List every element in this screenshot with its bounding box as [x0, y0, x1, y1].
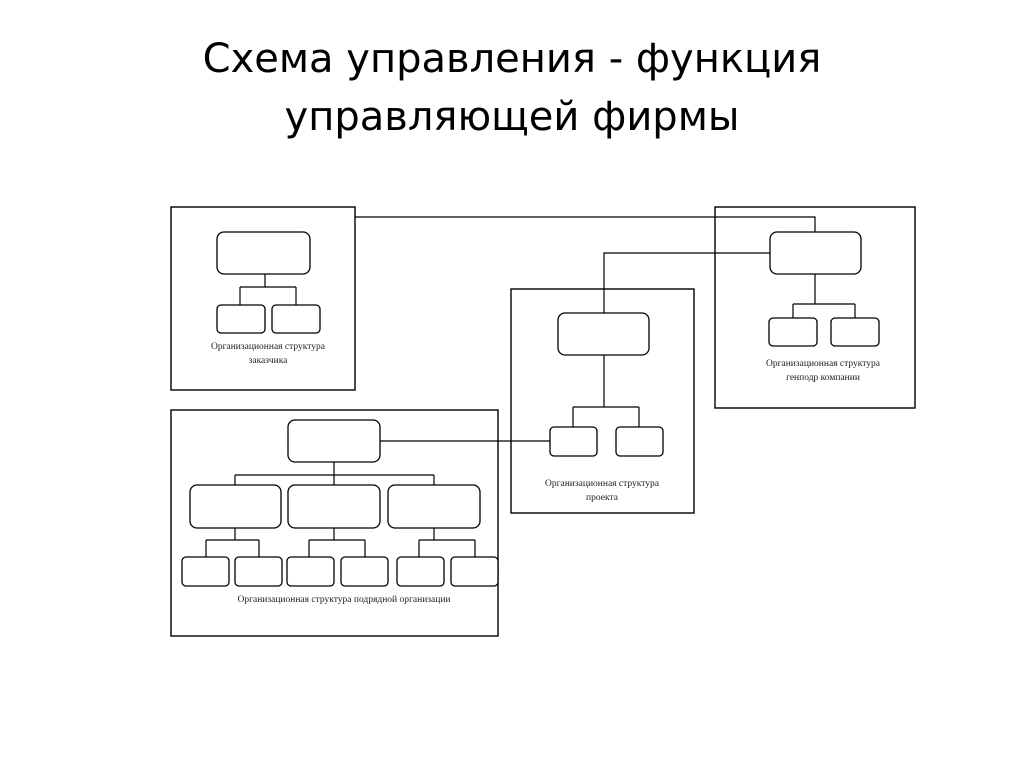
contractor-mid-box-2: [287, 484, 381, 529]
contractor-leaf-box-5: [396, 556, 445, 587]
contractor-leaf-box-3: [286, 556, 335, 587]
customer-sub-box-2: [271, 304, 321, 334]
project-sub-box-1: [549, 426, 598, 457]
project-label-1: Организационная структура: [545, 479, 660, 489]
project-label-2: проекта: [586, 493, 619, 503]
general-sub-box-1: [768, 317, 818, 347]
general-org-frame: [714, 206, 916, 409]
general-tree-lines: [792, 274, 856, 318]
connector-general-to-project: [603, 252, 770, 313]
customer-top-box: [216, 231, 311, 275]
contractor-leaf-box-4: [340, 556, 389, 587]
contractor-org: Организационная структура подрядной орга…: [170, 409, 499, 637]
project-org: Организационная структура проекта: [510, 288, 695, 514]
contractor-tree-lines: [205, 462, 476, 557]
general-top-box: [769, 231, 862, 275]
general-label-2: генподр компании: [786, 373, 860, 383]
customer-label-1: Организационная структура: [211, 342, 326, 352]
contractor-label: Организационная структура подрядной орга…: [237, 594, 450, 605]
title-line-1: Схема управления - функция: [202, 36, 822, 82]
slide-title: Схема управления - функция управляющей ф…: [0, 30, 1024, 146]
general-label-1: Организационная структура: [766, 359, 881, 369]
contractor-mid-box-1: [189, 484, 282, 529]
project-org-frame: [510, 288, 695, 514]
title-line-2: управляющей фирмы: [284, 94, 740, 140]
connector-customer-to-general: [355, 216, 816, 232]
contractor-top-box: [287, 419, 381, 463]
customer-sub-box-1: [216, 304, 266, 334]
contractor-leaf-box-2: [234, 556, 283, 587]
customer-org-frame: [170, 206, 356, 391]
general-contractor-org: Организационная структура генподр компан…: [714, 206, 916, 409]
general-sub-box-2: [830, 317, 880, 347]
contractor-leaf-box-1: [181, 556, 230, 587]
project-tree-lines: [572, 355, 640, 427]
contractor-mid-box-3: [387, 484, 481, 529]
contractor-leaf-box-6: [450, 556, 499, 587]
project-top-box: [557, 312, 650, 356]
customer-label-2: заказчика: [249, 356, 289, 366]
customer-tree-lines: [239, 274, 297, 305]
contractor-org-frame: [170, 409, 499, 637]
customer-org: Организационная структура заказчика: [170, 206, 356, 391]
project-sub-box-2: [615, 426, 664, 457]
